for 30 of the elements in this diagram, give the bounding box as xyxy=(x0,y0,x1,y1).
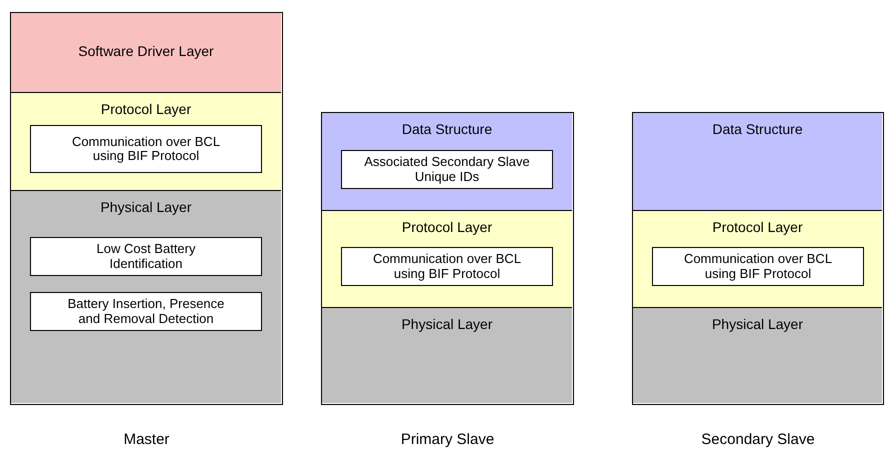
layer-stack xyxy=(321,112,574,405)
stack-caption: Master xyxy=(122,431,170,448)
layer-band xyxy=(322,211,572,308)
layer-title: Physical Layer xyxy=(400,316,494,332)
text-box: Low Cost Battery Identification xyxy=(30,237,262,276)
layer-stack xyxy=(10,12,283,405)
layer-title: Data Structure xyxy=(711,121,804,137)
text-box: Communication over BCL using BIF Protocol xyxy=(30,125,262,173)
layer-band xyxy=(11,191,281,403)
layer-title: Software Driver Layer xyxy=(77,43,215,59)
layer-band xyxy=(322,113,572,211)
layer-band xyxy=(633,308,882,403)
stack-caption: Primary Slave xyxy=(400,431,496,448)
text-box: Communication over BCL using BIF Protocol xyxy=(652,247,864,286)
layer-band xyxy=(633,211,882,308)
layer-title: Protocol Layer xyxy=(100,101,192,117)
layer-stack xyxy=(632,112,884,405)
layer-band xyxy=(322,308,572,403)
layer-title: Protocol Layer xyxy=(400,219,494,235)
layer-title: Protocol Layer xyxy=(711,219,804,235)
text-box: Battery Insertion, Presence and Removal Detection xyxy=(30,292,262,331)
stack-caption: Secondary Slave xyxy=(700,431,816,448)
text-box: Communication over BCL using BIF Protocol xyxy=(341,247,553,286)
layer-band xyxy=(633,113,882,211)
layer-band xyxy=(11,93,281,191)
layer-band xyxy=(11,13,281,93)
layer-title: Physical Layer xyxy=(99,199,193,215)
layer-title: Data Structure xyxy=(400,121,494,137)
layer-title: Physical Layer xyxy=(710,316,804,332)
text-box: Associated Secondary Slave Unique IDs xyxy=(341,150,553,189)
